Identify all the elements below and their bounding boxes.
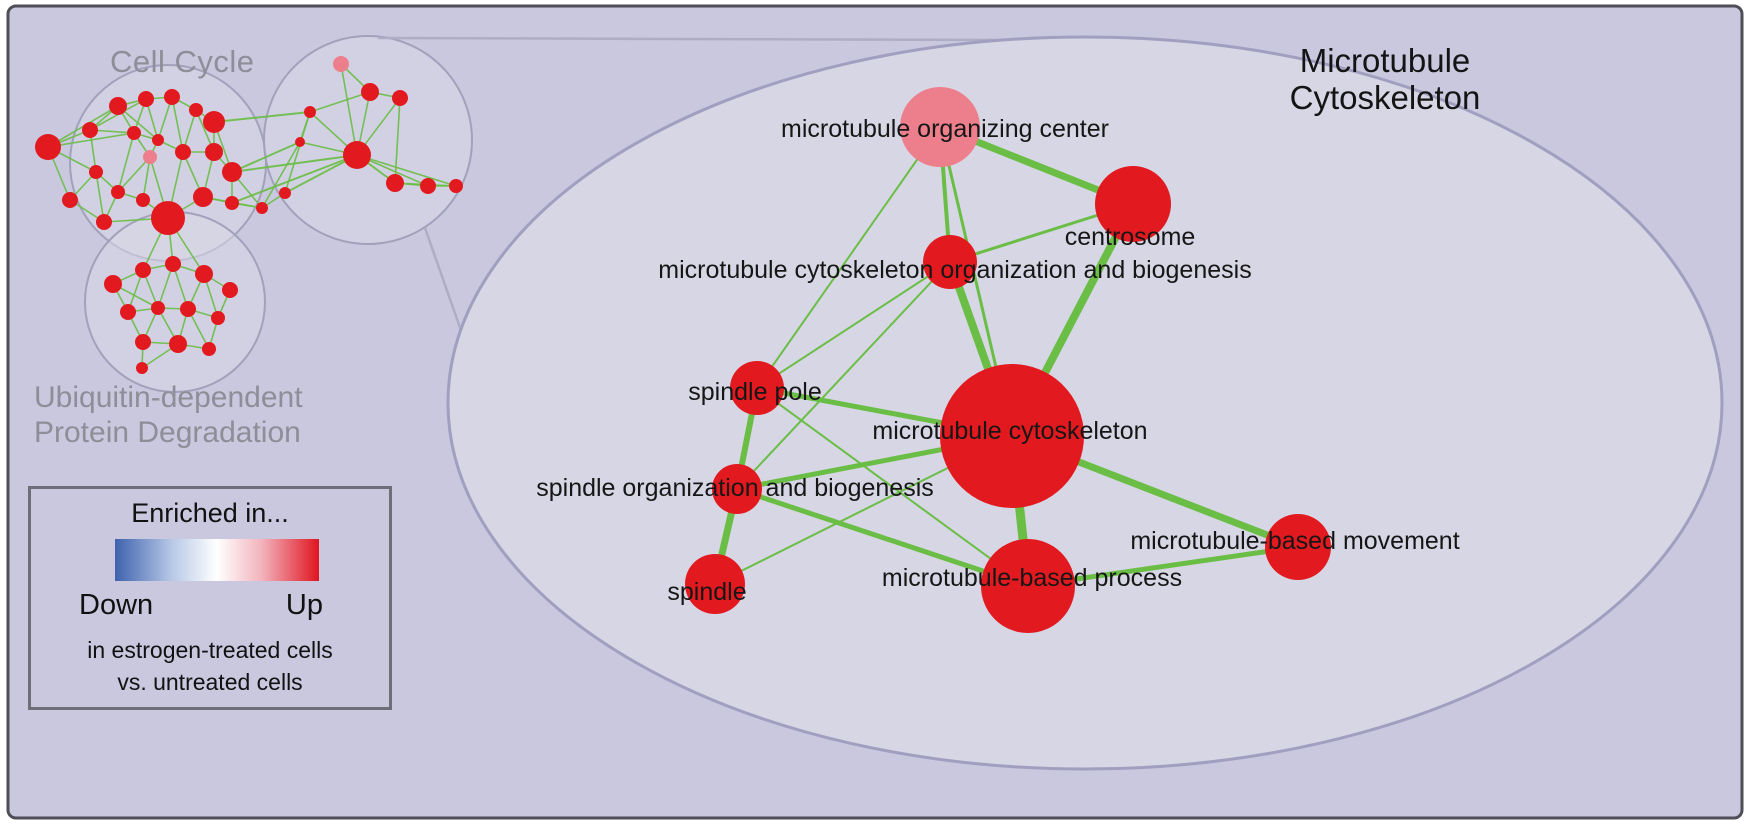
overview-node [111, 185, 125, 199]
overview-node [386, 174, 404, 192]
overview-node [203, 111, 225, 133]
zoom-node-label-microtubule-cytoskeleton-organization-and-biogenesis: microtubule cytoskeleton organization an… [658, 256, 1251, 284]
overview-node [165, 256, 181, 272]
overview-node [135, 262, 151, 278]
overview-edge [309, 91, 371, 113]
overview-node [104, 275, 122, 293]
legend-down-label: Down [79, 589, 154, 621]
overview-node [143, 150, 157, 164]
zoom-edge [734, 486, 1031, 589]
zoom-node-spindle-organization-and-biogenesis [712, 464, 762, 514]
zoom-node-label-microtubule-based-process: microtubule-based process [882, 564, 1182, 592]
overview-node [138, 91, 154, 107]
overview-node [96, 214, 112, 230]
overview-node [164, 89, 180, 105]
legend-box: Enriched in... Down Up in estrogen-treat… [28, 486, 392, 710]
overview-node [225, 196, 239, 210]
overview-edge [171, 96, 184, 153]
overview-node [420, 178, 436, 194]
overview-node [127, 126, 141, 140]
overview-edge [231, 141, 301, 173]
overview-edge [261, 141, 301, 209]
overview-nodes-layer [35, 56, 463, 374]
ubiquitin-cluster-circle [84, 211, 266, 393]
overview-node [304, 106, 316, 118]
legend-gradient-bar [115, 539, 319, 581]
legend-subtitle-line1: in estrogen-treated cells [87, 637, 333, 663]
overview-node [333, 56, 349, 72]
overview-edge [213, 111, 311, 123]
overview-node [205, 143, 223, 161]
zoom-node-microtubule-based-process [981, 539, 1075, 633]
zoom-node-centrosome [1095, 166, 1171, 242]
overview-node [361, 83, 379, 101]
overview-node [449, 179, 463, 193]
zoom-node-spindle-pole [730, 361, 784, 415]
overview-node [195, 265, 213, 283]
zoom-node-microtubule-based-movement [1265, 514, 1331, 580]
legend-axis-labels: Down Up [31, 589, 389, 621]
zoom-node-label-spindle-organization-and-biogenesis: spindle organization and biogenesis [536, 474, 934, 502]
overview-node [295, 137, 305, 147]
overview-edge [394, 97, 401, 184]
overview-node [180, 301, 196, 317]
legend-up-label: Up [285, 589, 323, 621]
overview-node [152, 134, 164, 146]
zoom-nodes-layer [685, 87, 1331, 633]
zoom-connector-line [377, 36, 1003, 42]
overview-node [343, 141, 371, 169]
overview-node [169, 335, 187, 353]
overview-edge [117, 156, 151, 193]
overview-edge [142, 156, 151, 201]
overview-node [279, 187, 291, 199]
zoom-node-microtubule-cytoskeleton [940, 364, 1084, 508]
zoom-node-label-microtubule-organizing-center: microtubule organizing center [781, 115, 1109, 143]
overview-node [62, 192, 78, 208]
zoom-edge [736, 261, 951, 490]
zoom-edge [756, 261, 951, 389]
zoom-edge [756, 387, 1029, 587]
overview-node [256, 202, 268, 214]
overview-node [120, 304, 136, 320]
overview-node [211, 311, 225, 325]
zoom-node-microtubule-cytoskeleton-organization-and-biogenesis [923, 235, 977, 289]
overview-node [89, 165, 103, 179]
legend-title: Enriched in... [131, 498, 289, 528]
overview-node [82, 122, 98, 138]
overview-edge [231, 154, 358, 204]
overview-node [222, 162, 242, 182]
overview-node [175, 144, 191, 160]
overview-edge [340, 63, 358, 156]
overview-node [202, 342, 216, 356]
zoom-node-microtubule-organizing-center [900, 87, 980, 167]
overview-node [193, 187, 213, 207]
zoom-node-spindle [685, 554, 745, 614]
zoom-node-label-microtubule-cytoskeleton: microtubule cytoskeleton [872, 417, 1147, 445]
overview-node [109, 97, 127, 115]
overview-node [151, 201, 185, 235]
zoom-ellipse [446, 35, 1724, 771]
legend-subtitle-line2: vs. untreated cells [117, 669, 303, 695]
overview-node [136, 193, 150, 207]
overview-edge [117, 132, 135, 193]
overview-node [135, 334, 151, 350]
overview-edge [356, 154, 457, 187]
overview-node [222, 282, 238, 298]
overview-node [136, 362, 148, 374]
zoom-edge [756, 126, 941, 389]
zoom-ellipse-layer [446, 35, 1724, 771]
zoom-labels-layer: microtubule organizing center centrosome m… [536, 115, 1459, 606]
overview-node [35, 134, 61, 160]
overview-node [151, 301, 165, 315]
zoom-node-label-microtubule-based-movement: microtubule-based movement [1130, 527, 1459, 555]
overview-node [392, 90, 408, 106]
zoom-node-label-spindle: spindle [667, 578, 746, 606]
zoom-node-label-centrosome: centrosome [1065, 223, 1196, 251]
overview-edge [95, 171, 105, 223]
overview-node [189, 103, 203, 117]
zoom-node-label-spindle-pole: spindle pole [688, 378, 821, 406]
